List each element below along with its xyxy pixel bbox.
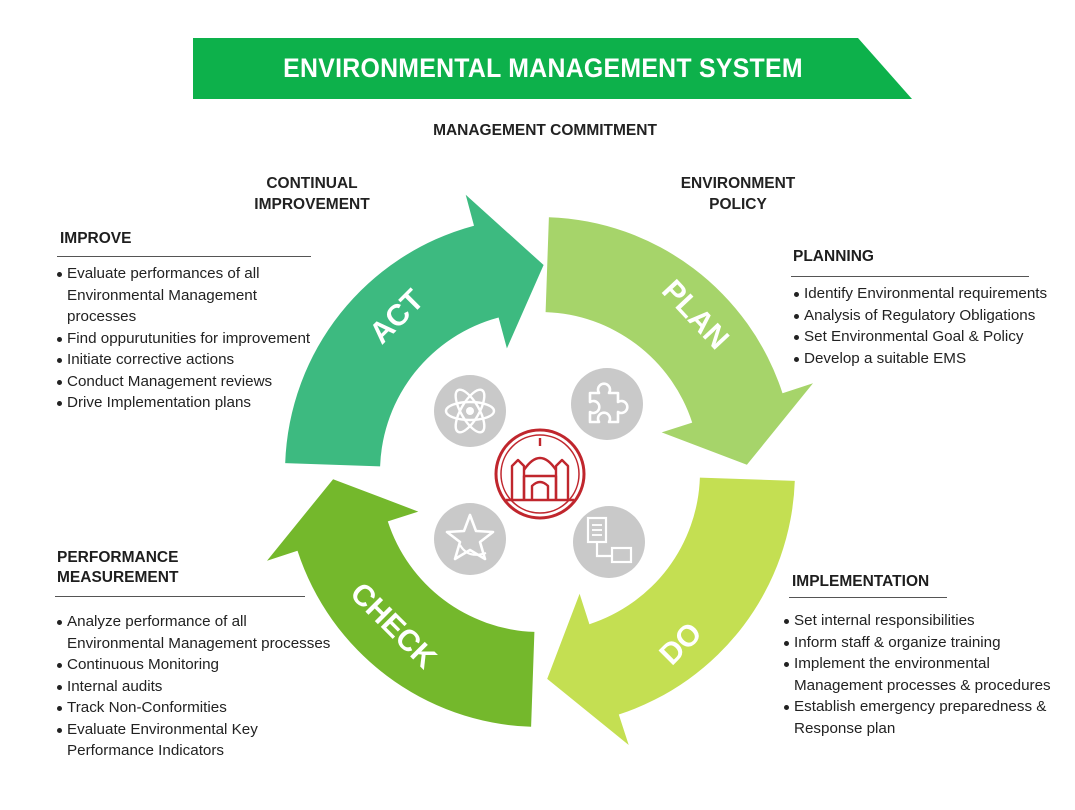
- section-heading-improve: IMPROVE: [60, 230, 132, 247]
- section-heading-performance-measurement: PERFORMANCE MEASUREMENT: [57, 548, 178, 588]
- list-item: Continuous Monitoring: [55, 654, 345, 676]
- divider-implementation: [789, 597, 947, 598]
- caption-continual-improvement-line-1: CONTINUAL: [266, 175, 358, 192]
- list-item: Initiate corrective actions: [55, 349, 325, 371]
- list-performance-measurement: Analyze performance of all Environmental…: [55, 611, 345, 762]
- list-item: Track Non-Conformities: [55, 697, 345, 719]
- caption-environment-policy-line-1: ENVIRONMENT: [680, 175, 796, 192]
- section-heading-performance-line-2: MEASUREMENT: [57, 569, 179, 586]
- list-item: Develop a suitable EMS: [792, 348, 1062, 370]
- caption-environment-policy-line-2: POLICY: [709, 196, 767, 213]
- divider-performance: [55, 596, 305, 597]
- list-item: Conduct Management reviews: [55, 371, 325, 393]
- do-arrow: [547, 477, 795, 745]
- building-logo-icon: [492, 426, 588, 522]
- list-item: Implement the environmental Management p…: [782, 653, 1067, 696]
- list-item: Establish emergency preparedness & Respo…: [782, 696, 1067, 739]
- caption-environment-policy: ENVIRONMENT POLICY: [658, 173, 818, 215]
- caption-management-commitment: MANAGEMENT COMMITMENT: [433, 122, 657, 139]
- star-icon: [434, 503, 506, 575]
- section-heading-implementation: IMPLEMENTATION: [792, 573, 930, 590]
- list-item: Identify Environmental requirements: [792, 283, 1062, 305]
- caption-continual-improvement: CONTINUAL IMPROVEMENT: [232, 173, 392, 215]
- page-title: ENVIRONMENTAL MANAGEMENT SYSTEM: [283, 53, 803, 83]
- title-banner-shape: [193, 38, 912, 99]
- list-improve: Evaluate performances of all Environment…: [55, 263, 325, 414]
- list-item: Internal audits: [55, 676, 345, 698]
- list-item: Set internal responsibilities: [782, 610, 1067, 632]
- puzzle-piece-icon: [571, 368, 643, 440]
- list-item: Evaluate performances of all Environment…: [55, 263, 325, 328]
- cycle-arrows: [267, 194, 813, 745]
- section-heading-planning: PLANNING: [793, 248, 874, 265]
- act-arrow: [285, 194, 544, 467]
- plan-arrow: [545, 217, 813, 465]
- list-item: Drive Implementation plans: [55, 392, 325, 414]
- list-planning: Identify Environmental requirements Anal…: [792, 283, 1062, 369]
- list-item: Inform staff & organize training: [782, 632, 1067, 654]
- list-implementation: Set internal responsibilities Inform sta…: [782, 610, 1067, 739]
- list-item: Evaluate Environmental Key Performance I…: [55, 719, 345, 762]
- section-heading-performance-line-1: PERFORMANCE: [57, 549, 179, 566]
- divider-improve: [57, 256, 311, 257]
- list-item: Analysis of Regulatory Obligations: [792, 305, 1062, 327]
- list-item: Find oppurutunities for improvement: [55, 328, 325, 350]
- list-item: Analyze performance of all Environmental…: [55, 611, 345, 654]
- check-arrow: [267, 479, 535, 727]
- document-flow-icon: [573, 506, 645, 578]
- atom-icon: [434, 375, 506, 447]
- title-banner: [193, 38, 912, 99]
- divider-planning: [791, 276, 1029, 277]
- caption-continual-improvement-line-2: IMPROVEMENT: [254, 196, 370, 213]
- list-item: Set Environmental Goal & Policy: [792, 326, 1062, 348]
